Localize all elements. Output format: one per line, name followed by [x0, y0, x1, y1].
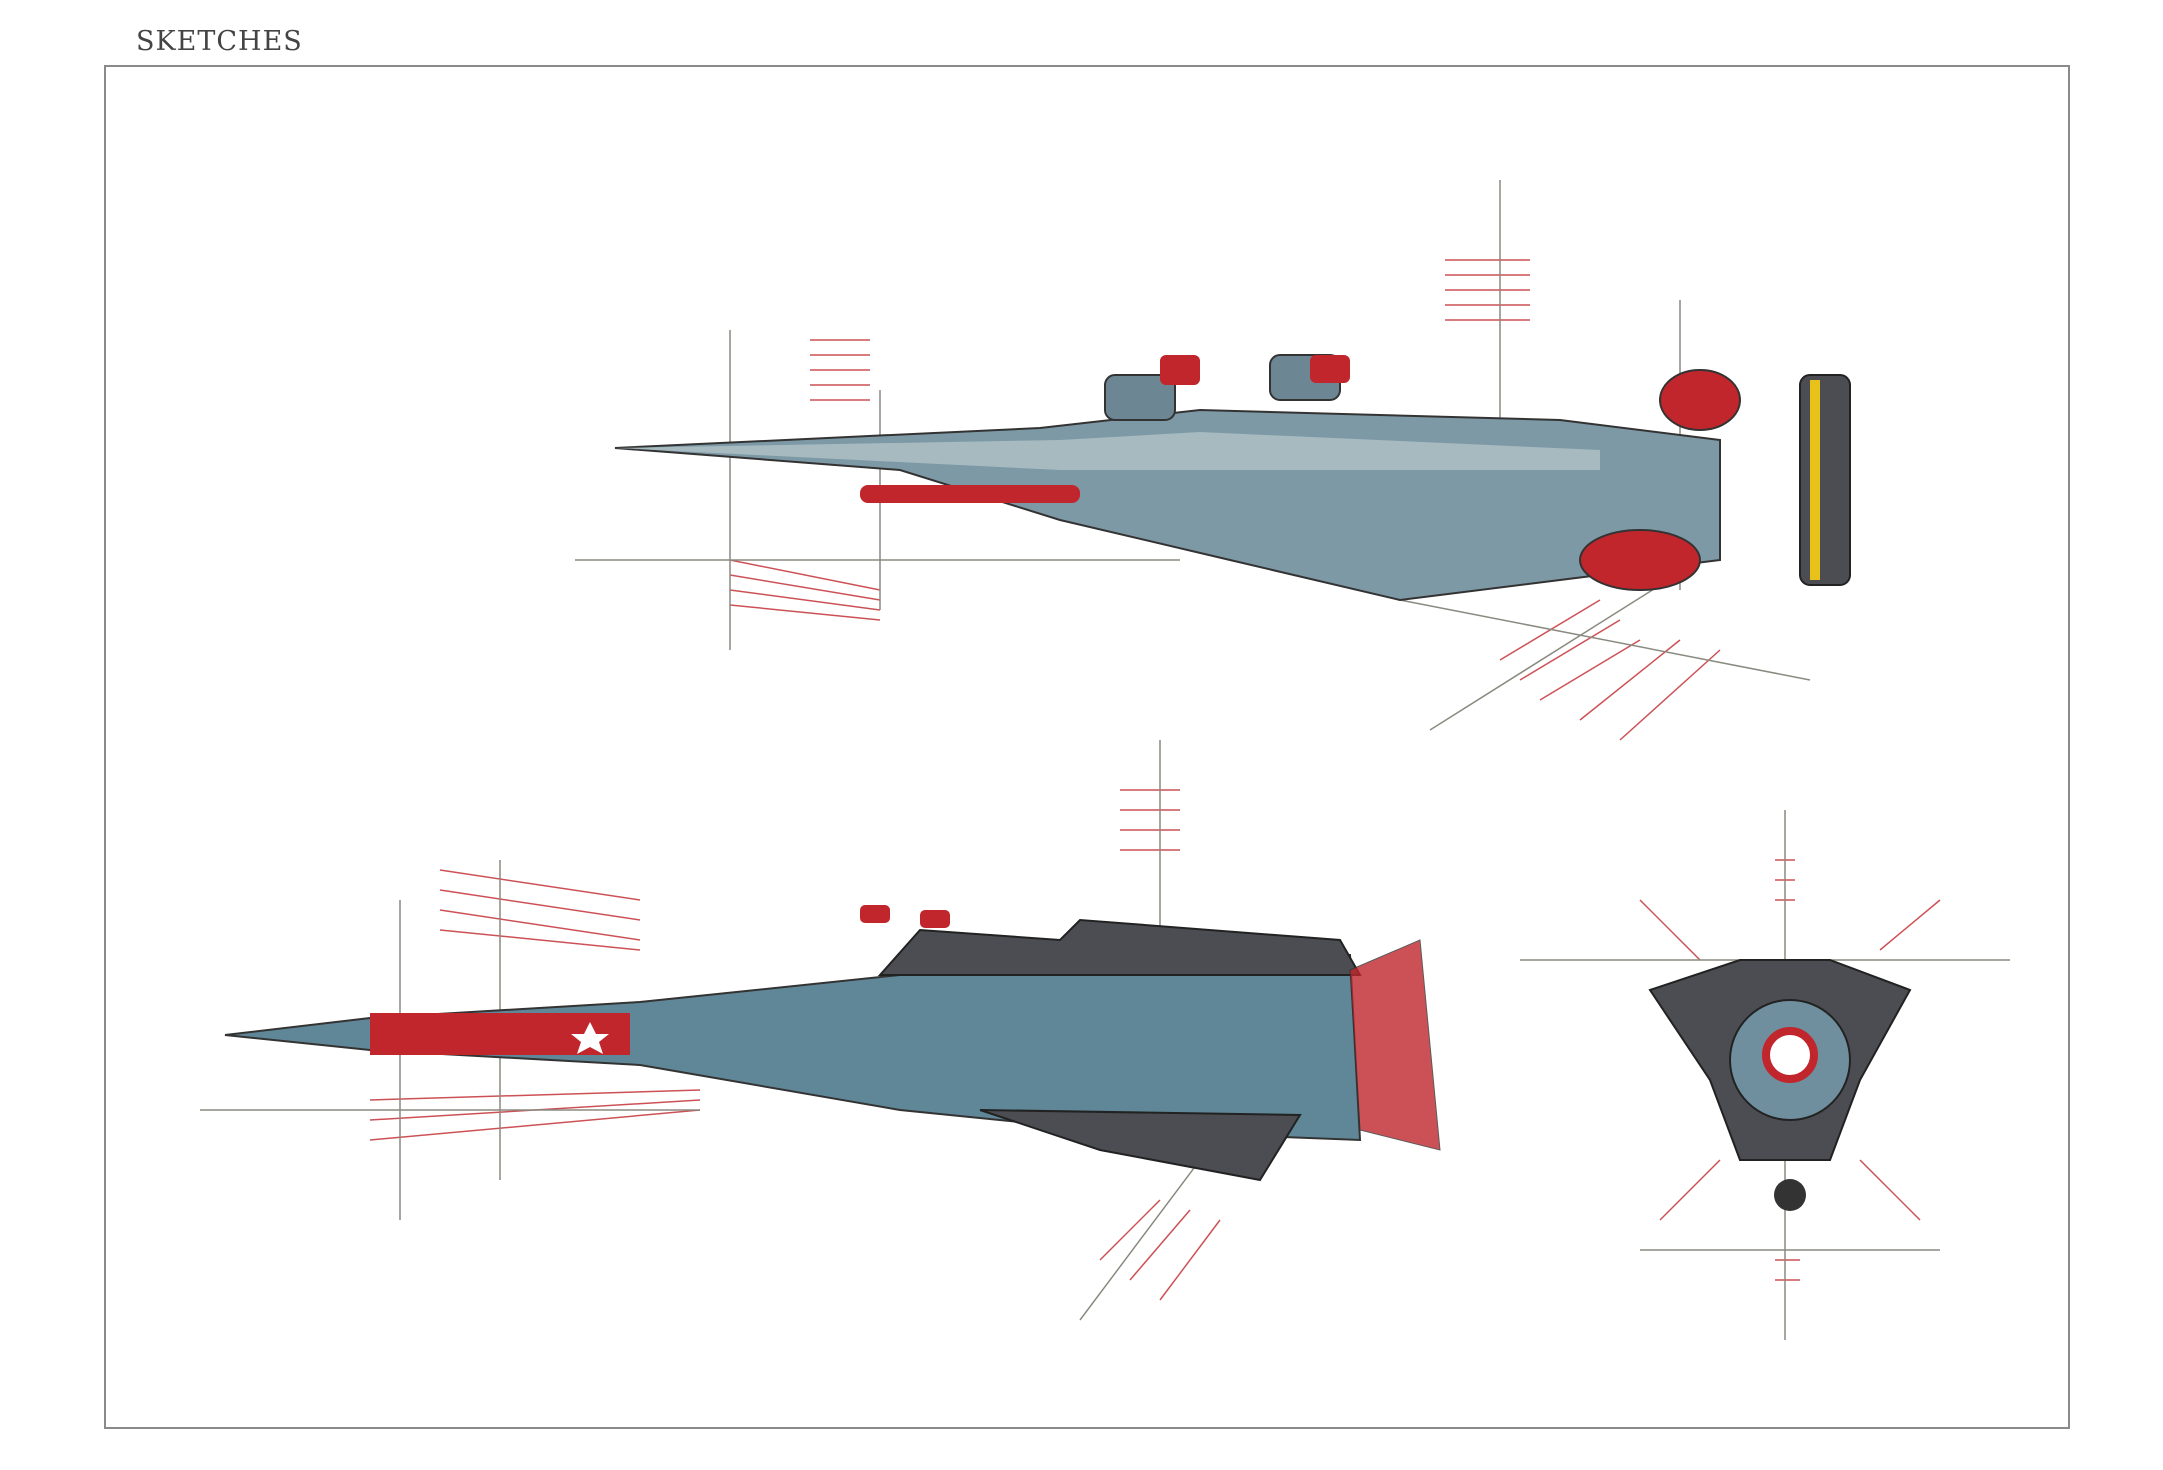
turret	[1104, 374, 1176, 421]
keel-pod	[1774, 1179, 1806, 1211]
star-emblem	[571, 1022, 609, 1054]
engine-block	[1799, 374, 1851, 586]
turret-cap	[1160, 355, 1200, 385]
engine-red	[1579, 529, 1701, 591]
ship-side-view-bottom	[200, 740, 1441, 1321]
page-title: SKETCHES	[136, 26, 303, 57]
red-pod	[860, 485, 1080, 503]
engine-red	[1349, 939, 1441, 1151]
engine-stripe	[1810, 380, 1820, 580]
turret-cap	[1310, 355, 1350, 383]
upper-deck	[877, 918, 1362, 976]
engine-red	[1659, 369, 1741, 431]
sketch-frame	[104, 65, 2070, 1429]
hull-highlight	[615, 432, 1600, 470]
ship-front-view	[1520, 810, 2010, 1340]
red-hatching	[729, 259, 1721, 741]
lower-fin	[979, 1109, 1302, 1182]
red-hatching	[369, 789, 1221, 1301]
engine-ring	[1762, 1027, 1818, 1083]
turret-cap	[920, 910, 950, 928]
ship-side-view-top	[575, 180, 1851, 741]
turret-cap	[860, 905, 890, 923]
